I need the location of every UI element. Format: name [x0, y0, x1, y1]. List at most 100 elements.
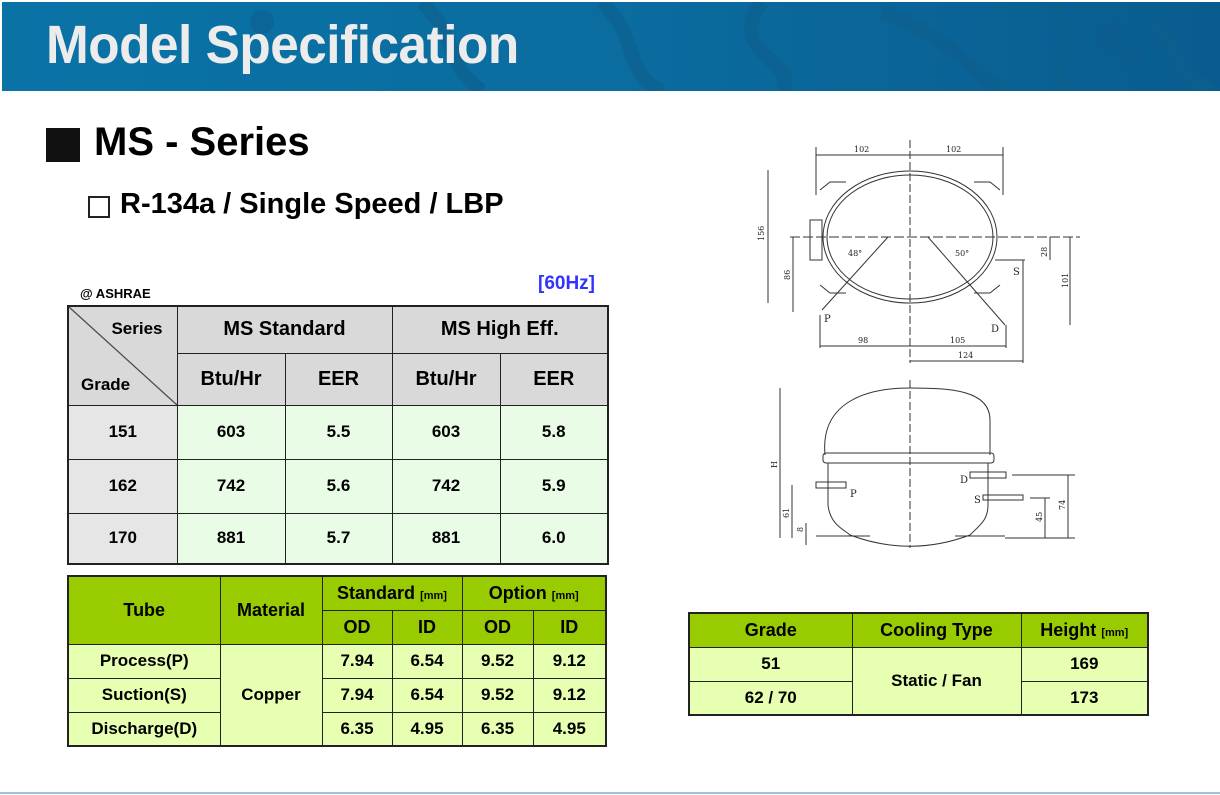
value-cell: 9.12 [532, 677, 607, 713]
port-label: D [960, 475, 968, 486]
empty-square-bullet-icon [88, 196, 110, 218]
grade-cell: 151 [67, 404, 178, 460]
tube-header: Tube [67, 575, 221, 645]
height-label: Height [1040, 619, 1097, 640]
port-label: P [824, 314, 831, 325]
series-subtitle: R-134a / Single Speed / LBP [120, 188, 504, 220]
table-row: Process(P) Copper 7.94 6.54 9.52 9.12 [67, 643, 607, 747]
dim-label: 45 [1035, 512, 1044, 522]
value-cell: 742 [391, 458, 501, 514]
series-grade-corner: Series Grade [67, 305, 178, 406]
value-cell: 5.9 [499, 458, 609, 514]
value-cell: 9.52 [461, 643, 534, 679]
corner-grade-label: Grade [81, 374, 131, 394]
value-cell: 9.12 [532, 643, 607, 679]
table-row: Discharge(D) 6.35 4.95 6.35 4.95 [67, 711, 607, 747]
value-cell: 6.0 [499, 512, 609, 565]
dim-label: 101 [1061, 273, 1070, 288]
floral-pattern [250, 2, 1216, 91]
ashrae-note: @ ASHRAE [80, 286, 151, 301]
option-header: Option [mm] [461, 575, 607, 611]
unit-label: [mm] [1101, 626, 1129, 639]
dim-label: 28 [1040, 247, 1049, 257]
dim-label: 86 [783, 270, 792, 280]
unit-label: [mm] [420, 589, 447, 602]
value-cell: 6.54 [391, 643, 463, 679]
port-label: S [1013, 267, 1020, 278]
dim-label: 124 [958, 351, 973, 360]
value-cell: 6.35 [461, 711, 534, 747]
tube-table: Tube Material Standard [mm] Option [mm] … [67, 575, 607, 747]
value-cell: 5.8 [499, 404, 609, 460]
value-cell: 881 [176, 512, 286, 565]
dim-label: 105 [950, 336, 965, 345]
capacity-table: Series Grade MS Standard MS High Eff. Bt… [67, 305, 609, 565]
subheader: ID [532, 609, 607, 645]
frequency-label: [60Hz] [538, 273, 596, 294]
value-cell: 603 [391, 404, 501, 460]
group-label: Option [488, 582, 547, 603]
material-header: Material [219, 575, 323, 645]
table-row: 162 742 5.6 742 5.9 [67, 458, 609, 514]
subheader: Btu/Hr [176, 352, 286, 406]
dim-label: 74 [1058, 500, 1067, 510]
value-cell: 5.7 [284, 512, 393, 565]
table-row: 51 Static / Fan 169 [688, 646, 1149, 716]
angle-label: 48° [848, 249, 862, 258]
corner-series-label: Series [111, 319, 163, 338]
table-row: 170 881 5.7 881 6.0 [67, 512, 609, 565]
tube-cell: Discharge(D) [67, 711, 221, 747]
value-cell: 9.52 [461, 677, 534, 713]
grade-cell: 170 [67, 512, 178, 565]
grade-cell: 162 [67, 458, 178, 514]
top-view-drawing: 102 102 156 86 28 101 98 105 124 48° 50°… [757, 140, 1080, 363]
port-label: P [850, 489, 857, 500]
subheader: EER [499, 352, 609, 406]
dim-label: 8 [796, 527, 805, 532]
value-cell: 742 [176, 458, 286, 514]
height-table: Grade Cooling Type Height [mm] 51 Static… [688, 612, 1149, 716]
dim-label: 102 [946, 145, 961, 154]
value-cell: 603 [176, 404, 286, 460]
value-cell: 881 [391, 512, 501, 565]
cooling-header: Cooling Type [851, 612, 1022, 648]
port-label: D [991, 324, 999, 335]
value-cell: 7.94 [321, 643, 393, 679]
grade-header: Grade [688, 612, 853, 648]
subheader: OD [321, 609, 393, 645]
height-cell: 169 [1020, 646, 1149, 682]
group-label: Standard [337, 582, 416, 603]
height-header: Height [mm] [1020, 612, 1149, 648]
standard-header: Standard [mm] [321, 575, 463, 611]
group-header: MS Standard [176, 305, 393, 354]
subheader: EER [284, 352, 393, 406]
dim-label: 61 [782, 508, 791, 518]
footer-divider [0, 792, 1220, 794]
unit-label: [mm] [551, 589, 579, 602]
grade-cell: 51 [688, 646, 853, 682]
series-title: MS - Series [94, 120, 310, 164]
subheader: OD [461, 609, 534, 645]
value-cell: 5.6 [284, 458, 393, 514]
side-view-drawing: H 61 8 74 45 P D S [770, 380, 1075, 548]
grade-cell: 62 / 70 [688, 680, 853, 716]
value-cell: 6.35 [321, 711, 393, 747]
filled-square-bullet-icon [46, 128, 80, 162]
header-banner: Model Specification [2, 2, 1220, 91]
dim-label: 156 [757, 226, 766, 241]
tube-cell: Suction(S) [67, 677, 221, 713]
dim-label: H [770, 461, 779, 468]
table-row: 151 603 5.5 603 5.8 [67, 404, 609, 460]
dim-label: 102 [854, 145, 869, 154]
table-row: 62 / 70 173 [688, 680, 1149, 716]
height-cell: 173 [1020, 680, 1149, 716]
port-label: S [974, 495, 981, 506]
table-row: Suction(S) 7.94 6.54 9.52 9.12 [67, 677, 607, 713]
page-title: Model Specification [46, 15, 519, 75]
value-cell: 5.5 [284, 404, 393, 460]
value-cell: 7.94 [321, 677, 393, 713]
tube-cell: Process(P) [67, 643, 221, 679]
subheader: ID [391, 609, 463, 645]
value-cell: 4.95 [391, 711, 463, 747]
material-cell: Copper [219, 643, 323, 747]
